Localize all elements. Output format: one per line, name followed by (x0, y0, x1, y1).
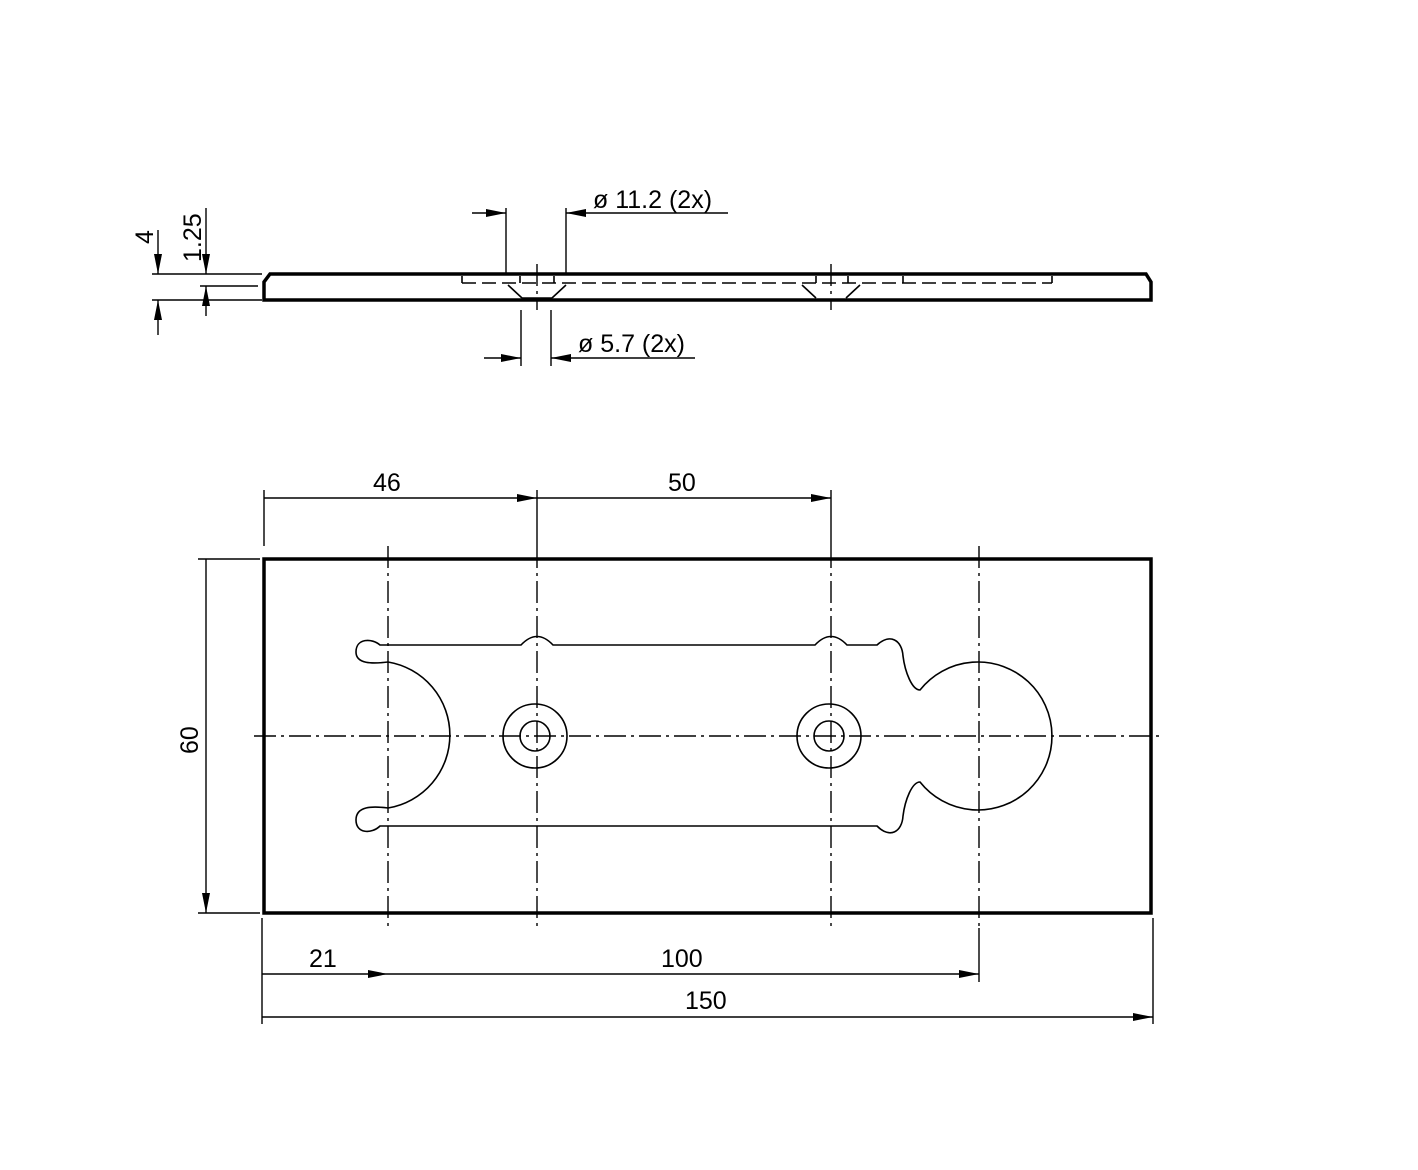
hidden-recess-ends (461, 276, 1053, 283)
countersink-diameter-label: ø 11.2 (2x) (593, 186, 712, 214)
dim-60-label: 60 (176, 726, 204, 754)
dim-50-label: 50 (668, 469, 696, 497)
dim-100-label: 100 (661, 945, 703, 973)
keyhole-slot (355, 635, 1053, 834)
dim-150-label: 150 (685, 987, 727, 1015)
plate-profile (262, 272, 1153, 302)
hole-circle-2 (813, 720, 845, 752)
dim-46-label: 46 (373, 469, 401, 497)
hole-circle-1 (519, 720, 551, 752)
hole-diameter-label: ø 5.7 (2x) (578, 330, 685, 358)
width-extension-lines (198, 558, 260, 914)
side-view: 4 1.25 ø 11.2 (2x) ø 5.7 (2x) (131, 186, 1153, 366)
countersink-2 (801, 284, 861, 299)
recess-depth-label: 1.25 (179, 213, 207, 262)
top-view: 46 50 60 21 100 150 (176, 469, 1160, 1024)
hole-extension-lines (520, 310, 552, 366)
countersink-circle-1 (502, 703, 568, 769)
dim-21-label: 21 (309, 945, 337, 973)
countersink-circle-2 (796, 703, 862, 769)
countersink-extension-lines (505, 208, 567, 274)
thickness-label: 4 (131, 230, 159, 244)
countersink-1 (507, 284, 567, 299)
thickness-extension-lines (152, 273, 262, 301)
